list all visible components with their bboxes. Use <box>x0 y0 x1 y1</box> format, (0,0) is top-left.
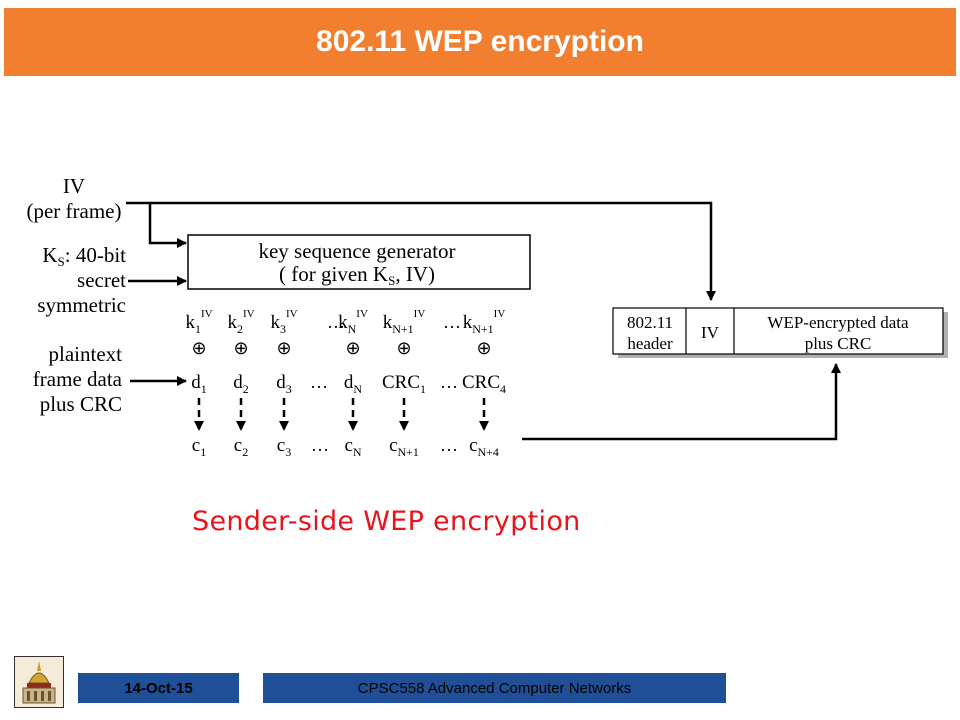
key-5: kN+1IV <box>383 308 426 336</box>
key-1: k1IV <box>185 308 212 336</box>
data-2: d2 <box>233 372 249 396</box>
data-ellipsis: … <box>310 372 328 392</box>
frame-iv: IV <box>701 323 720 342</box>
cipher-3: c3 <box>277 435 291 459</box>
key-sequence-generator-box <box>187 234 531 290</box>
key-6: kN+1IV <box>463 308 506 336</box>
footer-course: CPSC558 Advanced Computer Networks <box>263 673 726 703</box>
frame-data-line2: plus CRC <box>805 334 872 353</box>
cipher-ellipsis-2: … <box>440 435 458 455</box>
cipher-ellipsis: … <box>311 435 329 455</box>
ciphertext-to-frame-arrow <box>522 363 841 441</box>
plaintext-label: plaintext <box>49 342 123 366</box>
key-ellipsis-2: … <box>443 312 461 332</box>
key-ellipsis: … <box>327 312 345 332</box>
ks-secret-label: secret <box>77 268 126 292</box>
plus-crc-label: plus CRC <box>40 392 122 416</box>
frame-data-label: frame data <box>33 367 123 391</box>
data-4: dN <box>344 372 363 396</box>
generator-line2: ( for given KS, IV) <box>279 262 435 288</box>
cipher-2: c2 <box>234 435 248 459</box>
key-2: k2IV <box>227 308 254 336</box>
slide-title: 802.11 WEP encryption <box>4 8 956 76</box>
cipher-6: cN+4 <box>469 435 499 459</box>
iv-per-frame-label: (per frame) <box>26 199 121 223</box>
data-5: CRC1 <box>382 372 426 396</box>
frame-header-line2: header <box>627 334 673 353</box>
key-3: k3IV <box>270 308 297 336</box>
iv-label: IV <box>63 174 85 198</box>
data-1: d1 <box>191 372 207 396</box>
xor-4: ⊕ <box>345 338 360 358</box>
caption: Sender-side WEP encryption <box>192 506 581 537</box>
generator-line1: key sequence generator <box>258 239 455 263</box>
data-ellipsis-2: … <box>440 372 458 392</box>
iv-to-frame-arrow <box>150 201 716 301</box>
key-4: kNIV <box>338 308 368 336</box>
xor-1: ⊕ <box>191 338 206 358</box>
cipher-4: cN <box>344 435 361 459</box>
data-6: CRC4 <box>462 372 506 396</box>
data-3: d3 <box>276 372 292 396</box>
xor-6: ⊕ <box>476 338 491 358</box>
iv-to-generator-arrow <box>126 201 187 248</box>
frame-data-line1: WEP-encrypted data <box>767 313 909 332</box>
xor-3: ⊕ <box>276 338 291 358</box>
ks-label: KS: 40-bit <box>42 243 126 269</box>
ks-symmetric-label: symmetric <box>37 293 126 317</box>
cipher-1: c1 <box>192 435 206 459</box>
footer-date: 14-Oct-15 <box>78 673 239 703</box>
xor-5: ⊕ <box>396 338 411 358</box>
wep-frame <box>612 307 948 358</box>
stream-columns: k1IV⊕d1c1k2IV⊕d2c2k3IV⊕d3c3kNIV⊕dNcNkN+1… <box>185 308 506 459</box>
frame-header-line1: 802.11 <box>627 313 673 332</box>
university-logo <box>14 656 64 708</box>
xor-2: ⊕ <box>233 338 248 358</box>
cipher-5: cN+1 <box>389 435 419 459</box>
